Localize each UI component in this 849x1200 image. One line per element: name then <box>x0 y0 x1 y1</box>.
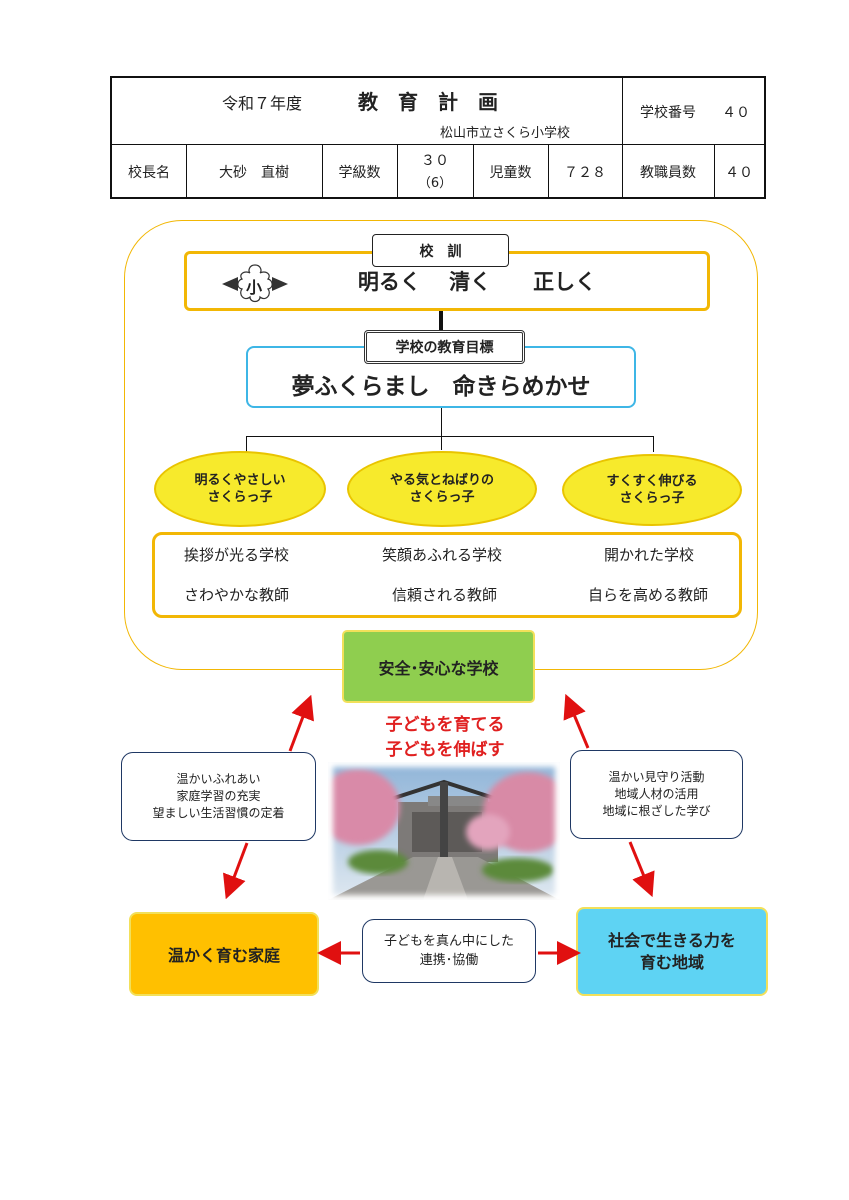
table-divider <box>397 145 398 197</box>
school-emblem-icon: 小 <box>220 262 290 306</box>
family-note-line: 家庭学習の充実 <box>176 789 261 803</box>
table-divider <box>112 144 764 145</box>
vision-school-3: 開かれた学校 <box>604 546 695 564</box>
community-note-line: 地域に根ざした学び <box>602 804 711 818</box>
principal-label: 校長名 <box>128 165 170 181</box>
table-divider <box>622 78 623 197</box>
vision-school-1: 挨拶が光る学校 <box>184 546 290 564</box>
school-number-label: 学校番号 <box>640 105 696 121</box>
family-text: 温かく育む家庭 <box>167 946 280 965</box>
center-note: 子どもを真ん中にした 連携･協働 <box>362 919 536 983</box>
child-ideal-3: すくすく伸びる さくらっ子 <box>562 454 742 526</box>
emblem-char: 小 <box>246 278 263 297</box>
page-title: 教 育 計 画 <box>358 90 498 114</box>
slogan: 子どもを育てる 子どもを伸ばす <box>360 713 530 763</box>
table-divider <box>322 145 323 197</box>
vision-box <box>152 532 742 618</box>
motto-text: 明るく 清く 正しく <box>357 269 597 294</box>
goal-label-text: 学校の教育目標 <box>395 340 494 356</box>
safe-school-text: 安全･安心な学校 <box>378 658 499 678</box>
connector-line <box>246 436 247 452</box>
connector-line <box>653 436 654 452</box>
table-divider <box>548 145 549 197</box>
family-note: 温かいふれあい 家庭学習の充実 望ましい生活習慣の定着 <box>121 752 316 841</box>
classes-label: 学級数 <box>338 165 381 181</box>
vision-school-2: 笑顔あふれる学校 <box>382 546 503 564</box>
child-ideal-2: やる気とねばりの さくらっ子 <box>347 451 537 527</box>
motto-label: 校 訓 <box>372 234 509 267</box>
classes-special: （6） <box>417 176 453 191</box>
community-note: 温かい見守り活動 地域人材の活用 地域に根ざした学び <box>570 750 743 839</box>
vision-teacher-1: さわやかな教師 <box>184 586 290 604</box>
school-name: 松山市立さくら小学校 <box>440 126 571 141</box>
arrow-up-left <box>288 694 314 752</box>
classes-count: ３０ <box>421 153 449 169</box>
students-count: ７２８ <box>564 165 606 181</box>
table-divider <box>473 145 474 197</box>
community-box: 社会で生きる力を 育む地域 <box>576 907 768 996</box>
community-note-line: 温かい見守り活動 <box>608 770 705 784</box>
slogan-line: 子どもを伸ばす <box>385 740 505 760</box>
motto-box: 明るく 清く 正しく <box>184 251 710 311</box>
staff-label: 教職員数 <box>640 165 696 181</box>
arrow-down-right <box>628 841 655 898</box>
goal-text: 夢ふくらまし 命きらめかせ <box>291 373 591 400</box>
center-note-line: 連携･協働 <box>419 953 479 968</box>
staff-count: ４０ <box>725 165 753 181</box>
vision-teacher-3: 自らを高める教師 <box>588 586 709 604</box>
family-note-line: 望ましい生活習慣の定着 <box>152 806 285 820</box>
community-text-line: 育む地域 <box>639 952 704 972</box>
students-label: 児童数 <box>489 165 532 181</box>
child-ideal-line: 明るくやさしい <box>194 473 286 488</box>
plan-year: 令和７年度 <box>222 94 303 113</box>
child-ideal-line: すくすく伸びる <box>606 474 698 489</box>
table-divider <box>714 145 715 197</box>
motto-label-text: 校 訓 <box>419 243 462 260</box>
child-ideal-line: さくらっ子 <box>207 490 273 505</box>
goal-label: 学校の教育目標 <box>364 330 525 364</box>
connector-line <box>439 310 443 332</box>
school-photo <box>316 757 573 905</box>
safe-school-box: 安全･安心な学校 <box>342 630 535 703</box>
arrow-up-right <box>563 693 590 749</box>
community-text-line: 社会で生きる力を <box>608 930 736 950</box>
child-ideal-line: さくらっ子 <box>619 491 685 506</box>
arrow-down-left <box>223 842 249 900</box>
vision-teacher-2: 信頼される教師 <box>392 586 498 604</box>
header-table: 令和７年度 教 育 計 画 松山市立さくら小学校 学校番号 ４０ 校長名 大砂 … <box>110 76 766 199</box>
principal-name: 大砂 直樹 <box>219 165 289 181</box>
child-ideal-line: やる気とねばりの <box>389 473 494 488</box>
community-note-line: 地域人材の活用 <box>614 787 699 801</box>
child-ideal-line: さくらっ子 <box>409 490 475 505</box>
child-ideal-1: 明るくやさしい さくらっ子 <box>154 451 326 527</box>
slogan-line: 子どもを育てる <box>385 715 505 735</box>
family-note-line: 温かいふれあい <box>176 772 261 786</box>
connector-line <box>441 408 442 450</box>
family-box: 温かく育む家庭 <box>129 912 319 996</box>
connector-line <box>246 436 654 437</box>
school-number: ４０ <box>722 105 750 121</box>
center-note-line: 子どもを真ん中にした <box>383 934 514 949</box>
table-divider <box>186 145 187 197</box>
